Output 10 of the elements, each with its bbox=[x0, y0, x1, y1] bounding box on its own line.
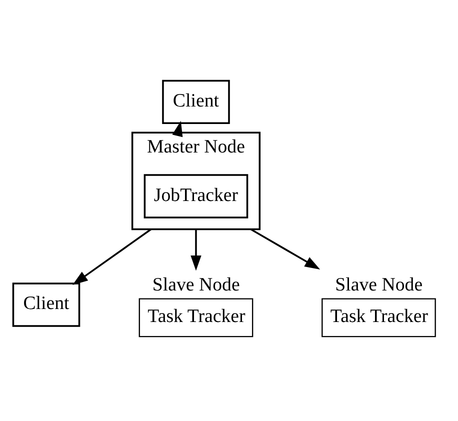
arrow bbox=[72, 228, 152, 284]
arrow bbox=[190, 228, 202, 270]
node-box: Client bbox=[12, 282, 80, 326]
arrow bbox=[250, 228, 320, 269]
node-box: JobTracker bbox=[144, 174, 248, 218]
node-box: Task Tracker bbox=[138, 298, 254, 337]
node-box: Client bbox=[162, 79, 230, 124]
node-box: Task Tracker bbox=[322, 298, 436, 337]
node-label: Slave Node bbox=[152, 274, 240, 295]
node-label: Slave Node bbox=[335, 274, 423, 295]
